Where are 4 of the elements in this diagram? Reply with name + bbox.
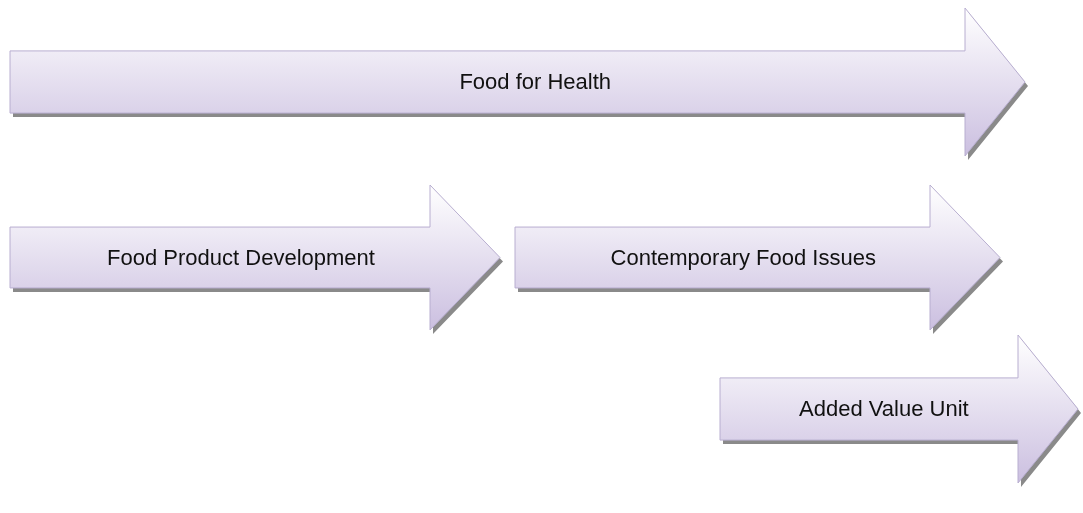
arrow-label: Contemporary Food Issues bbox=[610, 244, 876, 271]
arrow-label: Food for Health bbox=[459, 69, 612, 95]
arrow-label: Food Product Development bbox=[107, 244, 375, 271]
arrow-label: Added Value Unit bbox=[799, 396, 969, 422]
